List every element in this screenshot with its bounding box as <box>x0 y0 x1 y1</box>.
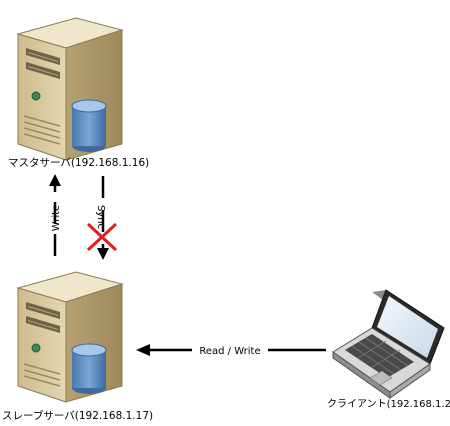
read-write-label: Read / Write <box>199 346 260 357</box>
database-icon <box>71 343 107 394</box>
write-label: Write <box>51 205 62 231</box>
client-label: クライアント(192.168.1.20) <box>327 398 450 410</box>
write-arrow <box>49 174 61 256</box>
server-with-database-icon <box>16 271 124 403</box>
sync-arrow <box>97 176 109 260</box>
client-laptop <box>332 289 445 399</box>
slave-server-label: スレーブサーバ(192.168.1.17) <box>2 409 153 422</box>
blocked-x-icon <box>86 222 118 252</box>
server-with-database-icon <box>16 17 124 161</box>
laptop-icon <box>332 289 445 399</box>
read-write-arrow <box>136 344 326 356</box>
master-server <box>16 17 124 161</box>
sync-label: Sync <box>95 205 106 229</box>
slave-server <box>16 271 124 403</box>
database-icon <box>71 99 107 152</box>
master-server-label: マスタサーバ(192.168.1.16) <box>8 157 149 169</box>
